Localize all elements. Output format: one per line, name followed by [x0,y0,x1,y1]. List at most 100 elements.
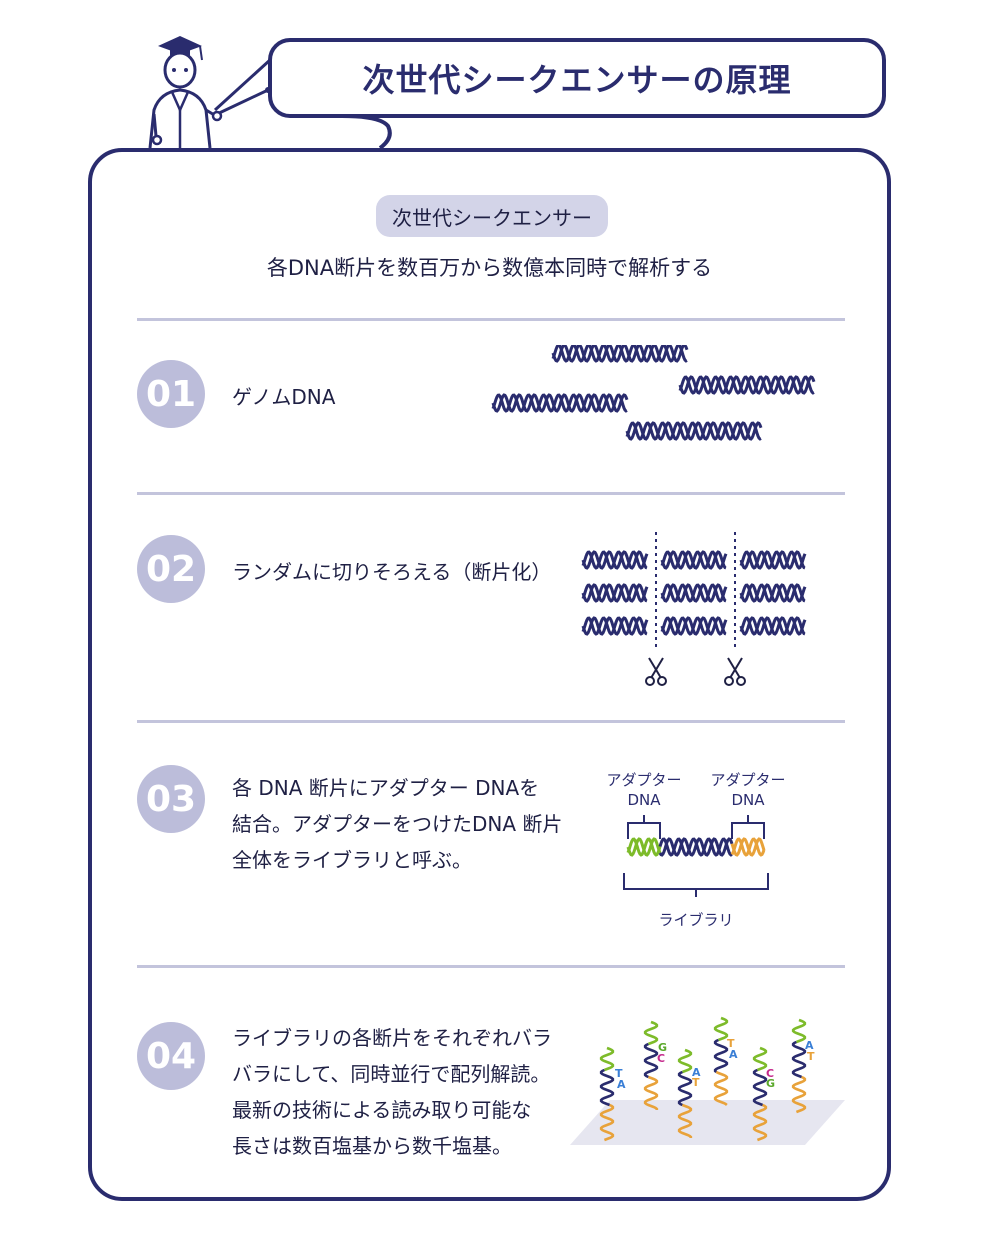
base-label: C [657,1052,665,1065]
sequencing-strand-icon [643,1020,659,1110]
sequencing-diagram: T A G C A T T A C G A T [570,1016,845,1145]
dna-strand [713,1016,729,1042]
dna-fragment-icon [739,583,807,603]
dna-strand [551,345,688,363]
base-label: T [727,1037,735,1050]
dna-fragment-icon [581,550,649,570]
dna-strand [625,421,763,441]
dna-strand [752,1046,768,1072]
genomic-dna-diagram [491,345,816,441]
divider [137,965,845,968]
sequencing-strand-icon [677,1048,693,1138]
sequencing-strand-icon [599,1046,615,1142]
base-label: C [766,1067,774,1080]
dna-strand [599,1103,615,1142]
dna-strand [791,1018,807,1044]
dna-strand [678,375,816,395]
dna-strand [677,1103,693,1138]
dna-fragment-icon [739,616,807,636]
dna-strand [752,1068,768,1107]
dna-strand [791,1075,807,1114]
base-label: T [807,1050,815,1063]
base-label: T [615,1067,623,1080]
library-helix-icon [626,837,766,857]
dna-strand [491,393,629,413]
step-text-01: ゲノムDNA [232,385,336,409]
divider [137,318,845,321]
dna-fragment-icon [581,616,649,636]
library-strand [626,837,662,857]
dna-strand [739,550,807,570]
dna-strand [739,583,807,603]
step-number-02: 02 [137,535,205,603]
base-label: G [766,1077,775,1090]
sequencing-strand-icon [752,1046,768,1142]
dna-strand [660,550,728,570]
step-number-03: 03 [137,765,205,833]
dna-fragment-icon [660,616,728,636]
dna-strand [643,1042,659,1079]
dna-strand [581,616,649,636]
base-label: A [805,1039,814,1052]
dna-strand [752,1103,768,1142]
scissors-icon [724,657,746,686]
dna-strand [791,1040,807,1079]
step-number-04: 04 [137,1022,205,1090]
subtitle-badge: 次世代シークエンサー [376,195,608,237]
dna-strand [491,393,628,413]
dna-fragment-icon [660,583,728,603]
library-label: ライブラリ [658,911,733,929]
library-diagram: アダプター DNA アダプター DNA ライブラリ [606,771,785,929]
dna-strand [643,1020,659,1046]
base-label: A [692,1066,701,1079]
adapter-right-label: アダプター [710,771,785,789]
base-label: G [658,1041,667,1054]
dna-strand [660,583,728,603]
bubble-tail-icon [341,114,392,150]
dna-helix-icon [625,421,763,441]
dna-fragment-icon [581,583,649,603]
dna-strand [713,1038,729,1073]
dna-strand [625,421,762,441]
dna-fragment-icon [660,550,728,570]
dna-helix-icon [491,393,629,413]
title-bubble: 次世代シークエンサーの原理 [268,38,886,118]
adapter-left-label: DNA [627,791,661,809]
dna-strand [581,583,649,603]
dna-fragment-icon [739,550,807,570]
divider [137,720,845,723]
dna-strand [677,1070,693,1107]
library-strand [658,837,733,857]
divider [137,492,845,495]
dna-strand [599,1046,615,1072]
dna-strand [643,1075,659,1110]
base-label: A [617,1078,626,1091]
dna-strand [678,375,815,395]
step-text-03: 各 DNA 断片にアダプター DNAを 結合。アダプターをつけたDNA 断片 全… [232,776,563,872]
adapter-left-label: アダプター [606,771,681,789]
sequencing-strand-icon [713,1016,729,1106]
page-title: 次世代シークエンサーの原理 [362,61,792,99]
adapter-right-label: DNA [731,791,765,809]
step-number-01: 01 [137,360,205,428]
professor-mascot-icon [148,36,272,149]
base-label: A [729,1048,738,1061]
dna-helix-icon [551,345,689,363]
library-strand [730,837,766,857]
fragmentation-diagram [581,532,807,686]
base-label: T [692,1076,700,1089]
dna-helix-icon [678,375,816,395]
dna-strand [551,345,689,363]
dna-strand [581,550,649,570]
scissors-icon [645,657,667,686]
subtitle-description: 各DNA断片を数百万から数億本同時で解析する [266,256,713,280]
dna-strand [713,1070,729,1106]
dna-strand [739,616,807,636]
step-text-02: ランダムに切りそろえる（断片化） [232,560,552,584]
dna-strand [660,616,728,636]
library-strand [730,837,766,857]
sequencing-strand-icon [791,1018,807,1114]
step-text-04: ライブラリの各断片をそれぞれバラ バラにして、同時並行で配列解読。 最新の技術に… [232,1026,552,1158]
main-panel [88,148,891,1201]
dna-strand [677,1048,693,1074]
